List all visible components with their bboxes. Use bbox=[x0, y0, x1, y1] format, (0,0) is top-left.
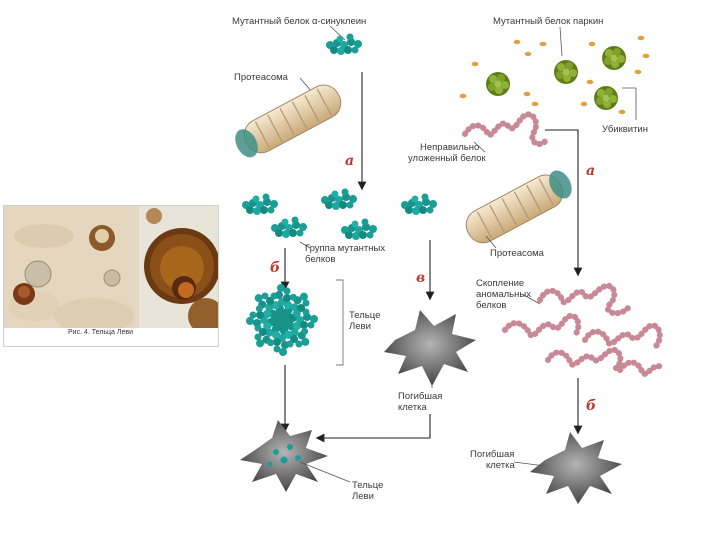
step-b-left: б bbox=[270, 260, 280, 276]
label-lewy-1: Тельце bbox=[349, 310, 380, 321]
mutant-protein-group-2 bbox=[321, 188, 357, 210]
parkin-protein-2 bbox=[554, 60, 578, 84]
ubiquitin-molecules bbox=[459, 35, 650, 115]
label-parkin: Мутантный белок паркин bbox=[493, 16, 603, 27]
label-ubiquitin: Убиквитин bbox=[602, 124, 648, 135]
label-lewy-bottom-2: Леви bbox=[352, 491, 374, 502]
dead-cell-right bbox=[530, 432, 622, 504]
mutant-protein-group-3 bbox=[401, 193, 437, 215]
micrograph-photo bbox=[3, 205, 219, 347]
label-misfolded-2: уложенный белок bbox=[408, 153, 487, 164]
step-a-left: а bbox=[345, 153, 354, 169]
dead-cell-middle bbox=[384, 310, 476, 386]
label-dead-cell-middle-1: Погибшая bbox=[398, 391, 442, 402]
alpha-synuclein-protein bbox=[326, 33, 362, 55]
proteasome-right-shape bbox=[465, 170, 572, 244]
step-b-right: б bbox=[586, 398, 596, 414]
label-accumulation-3: белков bbox=[476, 300, 506, 311]
step-v-middle: в bbox=[416, 270, 425, 286]
micrograph-caption: Рис. 4. Тельца Леви bbox=[68, 329, 133, 336]
label-dead-cell-right-1: Погибшая bbox=[470, 449, 514, 460]
parkin-protein-3 bbox=[602, 46, 626, 70]
step-a-right: а bbox=[586, 163, 595, 179]
label-dead-cell-middle-2: клетка bbox=[398, 402, 427, 413]
abnormal-protein-cluster bbox=[502, 282, 665, 377]
parkin-protein-4 bbox=[594, 86, 618, 110]
proteasome-left-shape bbox=[235, 84, 342, 158]
label-lewy-2: Леви bbox=[349, 321, 371, 332]
mutant-protein-group-5 bbox=[341, 218, 377, 240]
dead-cell-lewy bbox=[240, 420, 328, 492]
label-misfolded-1: Неправильно bbox=[420, 142, 479, 153]
label-mutant-group-1: Группа мутантных bbox=[305, 243, 385, 254]
mutant-protein-group-4 bbox=[271, 216, 307, 238]
lewy-body-aggregate bbox=[246, 284, 318, 356]
label-mutant-group-2: белков bbox=[305, 254, 335, 265]
mutant-protein-group-1 bbox=[242, 193, 278, 215]
misfolded-protein bbox=[462, 111, 551, 147]
label-accumulation-1: Скопление bbox=[476, 278, 524, 289]
label-accumulation-2: аномальных bbox=[476, 289, 531, 300]
label-proteasome-left: Протеасома bbox=[234, 72, 289, 83]
label-dead-cell-right-2: клетка bbox=[486, 460, 515, 471]
label-lewy-bottom-1: Тельце bbox=[352, 480, 383, 491]
label-alpha-synuclein: Мутантный белок α-синуклеин bbox=[232, 16, 366, 27]
parkin-protein-1 bbox=[486, 72, 510, 96]
label-proteasome-right: Протеасома bbox=[490, 248, 545, 259]
